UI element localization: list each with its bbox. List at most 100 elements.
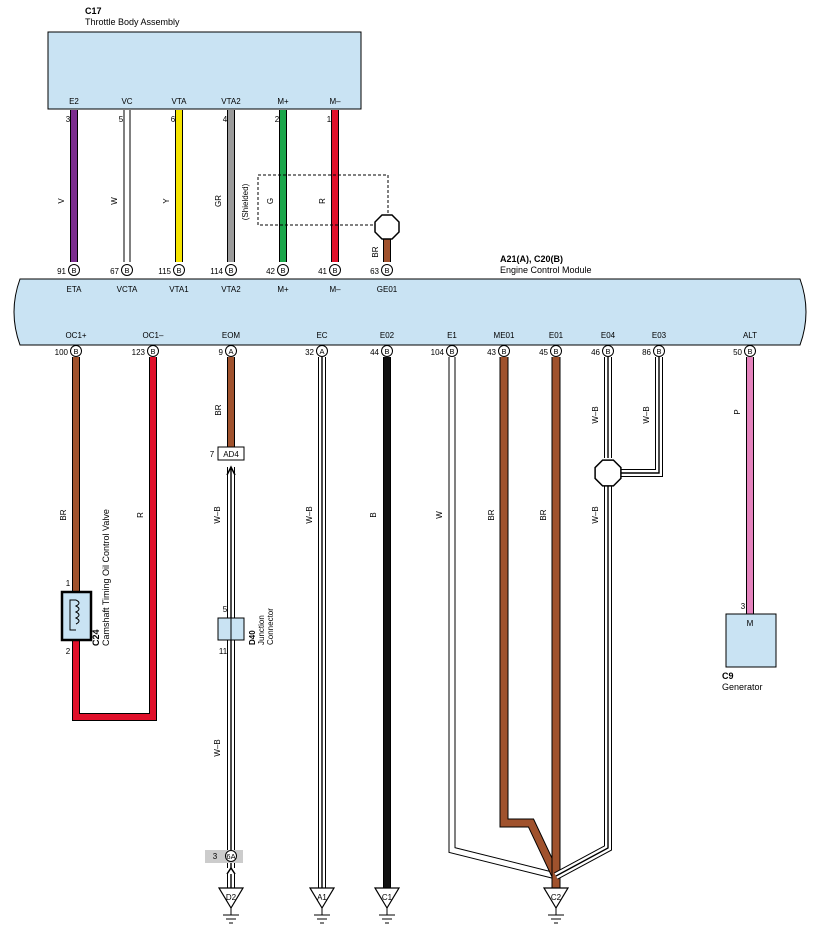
- eom-wb-label-lower: W–B: [213, 739, 222, 756]
- ecm-top-pin-label: M+: [277, 285, 289, 294]
- ecm-top-connector: B: [124, 266, 129, 275]
- ec-wire-color: W–B: [305, 506, 314, 523]
- ad4-box: [217, 446, 245, 461]
- tb-pin-number: 1: [327, 115, 332, 124]
- eom-wire-color: BR: [214, 404, 223, 415]
- generator-pin-label: M: [747, 619, 754, 628]
- ecm-bottom-connector-circle: [602, 345, 614, 357]
- jc-line2: Connector: [266, 608, 275, 645]
- wire-e1: [449, 357, 557, 879]
- e04-lower-wire-color: W–B: [591, 506, 600, 523]
- tb-pin-label: M–: [329, 97, 341, 106]
- lower-connector-circle: [225, 850, 237, 862]
- ecm-bottom-connector-circle: [446, 345, 458, 357]
- ecm-bottom-pin-label: ME01: [494, 331, 515, 340]
- ecm-top-pin-number: 63: [370, 267, 379, 276]
- jc-line1: Junction: [257, 615, 266, 645]
- ecm-bottom-connector: B: [605, 347, 610, 356]
- ecm-bottom-pin-label: E03: [652, 331, 667, 340]
- ecm-bottom-connector-circle: [653, 345, 665, 357]
- ecm-bottom-pin-label: E04: [601, 331, 616, 340]
- tb-pin-number: 5: [119, 115, 124, 124]
- ecm-top-pin-number: 115: [158, 267, 171, 276]
- shield-splice: [374, 214, 400, 240]
- ecm-top-pin-number: 67: [110, 267, 119, 276]
- throttle-body-box: [47, 31, 362, 110]
- tb-wire-color: Y: [162, 198, 171, 204]
- ecm-top-connector-circle: [121, 264, 133, 276]
- solenoid-coil-icon: [69, 599, 80, 631]
- tb-pin-label: VTA: [172, 97, 188, 106]
- ecm-bottom-connector-circle: [381, 345, 393, 357]
- ecm-bottom-connector: B: [449, 347, 454, 356]
- ecm-bottom-connector-circle: [225, 345, 237, 357]
- lower-connector-pin: 3: [213, 852, 218, 861]
- tb-pin-label: E2: [69, 97, 79, 106]
- ecm-top-connector-circle: [68, 264, 80, 276]
- ecm-top-connector-circle: [225, 264, 237, 276]
- ecm-bottom-pin-number: 9: [219, 348, 224, 357]
- ecm-top-pin-label: VTA1: [169, 285, 189, 294]
- ecm-bottom-connector-circle: [316, 345, 328, 357]
- ground-c2-label: C2: [551, 893, 562, 902]
- ocv-name: Camshaft Timing Oil Control Valve: [101, 509, 111, 646]
- ecm-bottom-pin-label: E1: [447, 331, 457, 340]
- e04-wire-color: W–B: [591, 406, 600, 423]
- generator-name: Generator: [722, 682, 763, 692]
- jc-pin-top: 5: [223, 605, 228, 614]
- wire-e04-lower: [555, 486, 609, 877]
- e02-wire-color: B: [369, 512, 378, 517]
- oc1-plus-wire-color: BR: [59, 509, 68, 520]
- generator-code: C9: [722, 671, 734, 681]
- ecm-name: Engine Control Module: [500, 265, 592, 275]
- wire-e03: [621, 357, 660, 474]
- me01-wire-color: BR: [487, 509, 496, 520]
- wire-e03-outline: [621, 357, 663, 477]
- ecm-bottom-connector: B: [501, 347, 506, 356]
- alt-wire-color: P: [733, 409, 742, 414]
- ecm-bottom-pin-number: 45: [539, 348, 548, 357]
- lower-connector: 6A: [226, 852, 235, 861]
- jc-pin-bottom: 11: [219, 647, 228, 656]
- ground-d2-triangle: [217, 887, 245, 910]
- e04-splice: [594, 459, 622, 487]
- tb-wire-color: R: [318, 198, 327, 204]
- wire-e04-lower-outline: [554, 486, 612, 880]
- ground-a1-triangle: [308, 887, 336, 910]
- ecm-bottom-pin-label: OC1+: [65, 331, 86, 340]
- ecm-bottom-connector-circle: [550, 345, 562, 357]
- ocv-code: C24: [91, 629, 101, 646]
- tb-pin-number: 6: [171, 115, 176, 124]
- ecm-bottom-pin-number: 32: [305, 348, 314, 357]
- lower-arrow-up: [226, 866, 236, 875]
- eom-wb-label: W–B: [213, 506, 222, 523]
- ecm-bottom-pin-number: 46: [591, 348, 600, 357]
- ecm-top-pin-label: GE01: [377, 285, 398, 294]
- ecm-top-connector: B: [71, 266, 76, 275]
- wire-e03-fill: [621, 357, 662, 476]
- ecm-bottom-pin-number: 104: [431, 348, 445, 357]
- ad4-pin: 7: [210, 450, 215, 459]
- tb-pin-number: 3: [66, 115, 71, 124]
- ecm-bottom-pin-number: 50: [733, 348, 742, 357]
- shield-box: [257, 174, 389, 226]
- tb-wire-color: G: [266, 198, 275, 204]
- tb-pin-number: 4: [223, 115, 228, 124]
- ecm-bottom-pin-label: EC: [316, 331, 327, 340]
- ground-c1-label: C1: [382, 893, 393, 902]
- ecm-top-connector-circle: [277, 264, 289, 276]
- wire-e04-lower-fill: [554, 486, 611, 879]
- ground-c1-triangle: [373, 887, 401, 910]
- ecm-bottom-connector: B: [553, 347, 558, 356]
- ecm-top-connector-circle: [381, 264, 393, 276]
- ecm-bottom-pin-label: EOM: [222, 331, 241, 340]
- wire-me01: [500, 357, 560, 878]
- ecm-bottom-connector: B: [73, 347, 78, 356]
- eom-arrow-up: [226, 465, 236, 476]
- ecm-bottom-connector: A: [228, 347, 233, 356]
- tb-pin-label: VC: [121, 97, 132, 106]
- ecm-top-connector-circle: [329, 264, 341, 276]
- throttle-body-name: Throttle Body Assembly: [85, 17, 180, 27]
- tb-wire-color: V: [57, 198, 66, 204]
